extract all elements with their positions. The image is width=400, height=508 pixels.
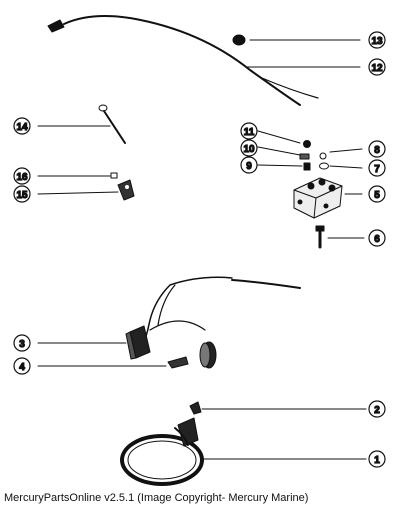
svg-text:5: 5: [374, 190, 380, 201]
part-1-clamp-ring: [120, 417, 204, 486]
callout-10: 10: [240, 139, 258, 157]
copyright-footer: MercuryPartsOnline v2.5.1 (Image Copyrig…: [4, 492, 309, 504]
callout-15: 15: [13, 185, 31, 203]
callout-16: 16: [13, 167, 31, 185]
callout-12: 12: [368, 58, 386, 76]
part-14-screw: [98, 104, 126, 144]
svg-text:4: 4: [19, 362, 25, 373]
callout-7: 7: [368, 159, 386, 177]
svg-text:6: 6: [374, 234, 380, 245]
callout-13: 13: [368, 31, 386, 49]
svg-text:16: 16: [16, 172, 28, 183]
part-2-bracket: [189, 401, 202, 415]
callout-4: 4: [13, 357, 31, 375]
callout-5: 5: [368, 185, 386, 203]
svg-text:8: 8: [374, 145, 380, 156]
svg-text:3: 3: [19, 339, 25, 350]
callout-6: 6: [368, 229, 386, 247]
part-15-clip: [117, 179, 135, 201]
part-6-bolt: [315, 225, 325, 249]
part-3-coil-assembly: [125, 276, 301, 369]
callout-1: 1: [368, 450, 386, 468]
svg-text:14: 14: [16, 122, 28, 133]
svg-text:7: 7: [374, 164, 380, 175]
svg-text:9: 9: [246, 161, 252, 172]
part-12-wire-harness: [47, 15, 319, 106]
part-13-plug: [232, 34, 246, 46]
svg-text:11: 11: [244, 127, 255, 138]
leader-lines: [37, 39, 367, 460]
svg-text:2: 2: [374, 405, 380, 416]
callout-11: 11: [240, 122, 258, 140]
svg-text:12: 12: [371, 63, 383, 74]
part-7-grommet: [319, 162, 329, 170]
part-10-washer: [299, 153, 310, 160]
svg-text:10: 10: [243, 144, 255, 155]
callout-14: 14: [13, 117, 31, 135]
part-8-washer: [319, 152, 327, 160]
svg-text:15: 15: [16, 190, 28, 201]
part-16-nut: [110, 172, 118, 179]
part-11-terminal: [303, 140, 311, 148]
part-5-terminal-block: [293, 177, 343, 219]
part-9-spacer: [303, 162, 311, 171]
part-4-clamp-piece: [167, 356, 189, 369]
svg-text:1: 1: [374, 455, 380, 466]
callout-2: 2: [368, 400, 386, 418]
callout-8: 8: [368, 140, 386, 158]
callout-3: 3: [13, 334, 31, 352]
callout-9: 9: [240, 156, 258, 174]
svg-text:13: 13: [371, 36, 383, 47]
